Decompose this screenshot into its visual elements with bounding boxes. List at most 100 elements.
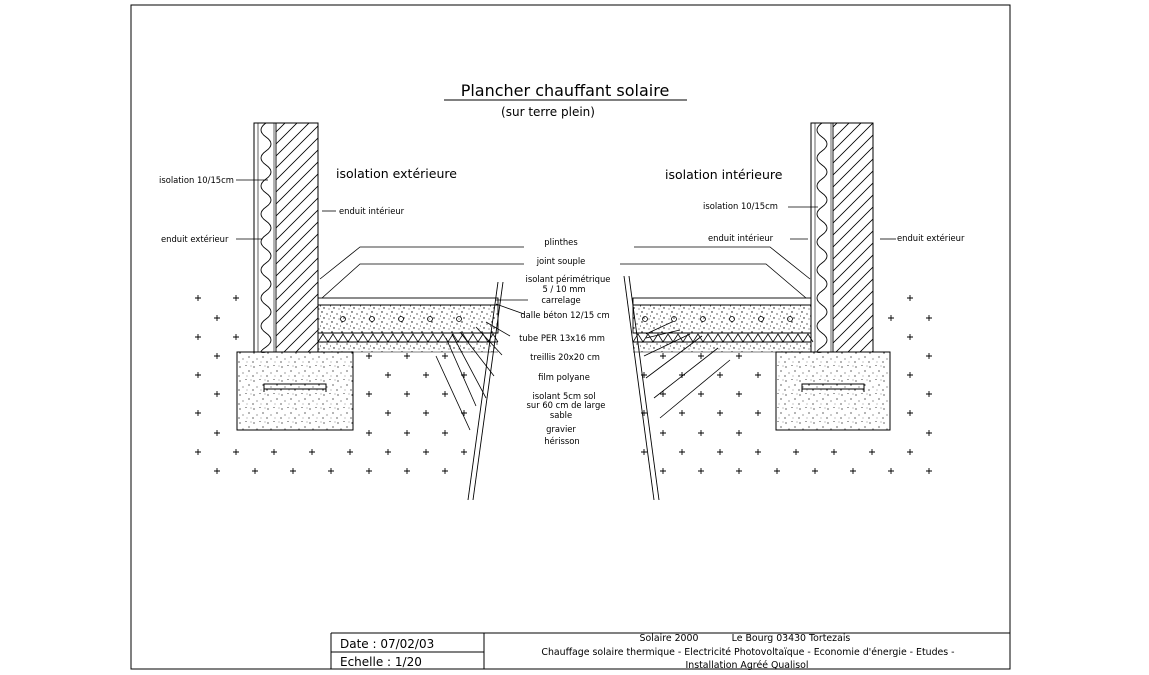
ground-mark	[385, 449, 391, 455]
ground-mark	[366, 468, 372, 474]
ground-mark	[461, 449, 467, 455]
ground-mark	[385, 410, 391, 416]
ground-mark	[907, 449, 913, 455]
label-isolant-perimetrique-size: 5 / 10 mm	[542, 284, 585, 294]
ground-mark	[907, 372, 913, 378]
ground-mark	[641, 410, 647, 416]
ground-mark	[926, 430, 932, 436]
ground-mark	[793, 449, 799, 455]
ground-mark	[831, 449, 837, 455]
label-herisson: hérisson	[544, 436, 579, 446]
label-treillis: treillis 20x20 cm	[530, 352, 600, 362]
ground-mark	[698, 468, 704, 474]
drawing-title: Plancher chauffant solaire	[461, 81, 670, 100]
ground-mark	[755, 449, 761, 455]
ground-mark	[423, 372, 429, 378]
label-isolation-right: isolation 10/15cm	[703, 201, 778, 211]
label-enduit-exterieur-left: enduit extérieur	[161, 234, 229, 244]
label-dalle-beton: dalle béton 12/15 cm	[520, 310, 609, 320]
title-block-date: Date : 07/02/03	[340, 637, 434, 651]
ground-mark	[423, 449, 429, 455]
ground-mark	[252, 468, 258, 474]
ground-mark	[214, 353, 220, 359]
drawing-subtitle: (sur terre plein)	[501, 105, 595, 119]
right-floor-layers	[632, 282, 814, 353]
label-plinthes: plinthes	[544, 237, 577, 247]
ground-mark	[660, 468, 666, 474]
ground-mark	[309, 449, 315, 455]
ground-mark	[214, 315, 220, 321]
label-gravier: gravier	[546, 424, 576, 434]
ground-mark	[888, 315, 894, 321]
ground-mark	[442, 391, 448, 397]
right-wall-insulation	[816, 122, 828, 353]
ground-mark	[698, 353, 704, 359]
ground-mark	[385, 372, 391, 378]
left-floor-layers	[317, 282, 499, 353]
ground-mark	[736, 430, 742, 436]
ground-mark	[907, 334, 913, 340]
label-enduit-interieur-left: enduit intérieur	[339, 206, 405, 216]
label-joint-souple: joint souple	[536, 256, 586, 266]
ground-mark	[423, 410, 429, 416]
label-sable: sable	[550, 410, 572, 420]
left-footing	[236, 351, 354, 431]
ground-mark	[366, 430, 372, 436]
right-footing	[775, 351, 891, 431]
right-leaders	[620, 206, 896, 419]
label-tube-per: tube PER 13x16 mm	[519, 333, 605, 343]
label-enduit-exterieur-right: enduit extérieur	[897, 233, 965, 243]
label-isolant-sol-width: sur 60 cm de large	[527, 400, 606, 410]
ground-mark	[214, 391, 220, 397]
ground-mark	[679, 449, 685, 455]
ground-mark	[907, 295, 913, 301]
ground-mark	[195, 372, 201, 378]
title-block-address: Le Bourg 03430 Tortezais	[732, 633, 851, 644]
label-isolant-perimetrique: isolant périmétrique	[526, 274, 611, 284]
ground-mark	[926, 353, 932, 359]
ground-mark	[195, 410, 201, 416]
ground-mark	[366, 391, 372, 397]
ground-mark	[660, 391, 666, 397]
ground-mark	[926, 468, 932, 474]
ground-mark	[195, 449, 201, 455]
ground-mark	[888, 468, 894, 474]
label-enduit-interieur-right: enduit intérieur	[708, 233, 774, 243]
title-block	[330, 632, 1010, 669]
drawing-frame	[130, 4, 1011, 670]
ground-mark	[347, 449, 353, 455]
ground-mark	[233, 334, 239, 340]
ground-mark	[717, 372, 723, 378]
ground-mark	[214, 430, 220, 436]
left-section-heading: isolation extérieure	[336, 166, 457, 181]
title-block-services: Chauffage solaire thermique - Electricit…	[541, 647, 954, 658]
ground-mark	[736, 353, 742, 359]
left-wall	[253, 122, 319, 353]
ground-mark	[641, 372, 647, 378]
ground-mark	[736, 468, 742, 474]
ground-mark	[736, 391, 742, 397]
ground-mark	[271, 449, 277, 455]
ground-mark	[195, 295, 201, 301]
title-block-scale: Echelle : 1/20	[340, 655, 422, 669]
left-wall-insulation	[260, 122, 272, 353]
ground-mark	[660, 430, 666, 436]
ground-mark	[233, 295, 239, 301]
title-block-company: Solaire 2000	[640, 633, 699, 644]
ground-mark	[366, 353, 372, 359]
ground-mark	[812, 468, 818, 474]
label-isolant-sol: isolant 5cm sol	[532, 391, 595, 401]
ground-mark	[660, 353, 666, 359]
ground-mark	[869, 449, 875, 455]
ground-mark	[926, 315, 932, 321]
ground-mark	[442, 353, 448, 359]
ground-mark	[404, 430, 410, 436]
ground-mark	[850, 468, 856, 474]
ground-mark	[404, 391, 410, 397]
label-isolation-left: isolation 10/15cm	[159, 175, 234, 185]
ground-mark	[679, 410, 685, 416]
ground-marks	[195, 295, 932, 474]
label-film-polyane: film polyane	[538, 372, 590, 382]
ground-mark	[328, 468, 334, 474]
